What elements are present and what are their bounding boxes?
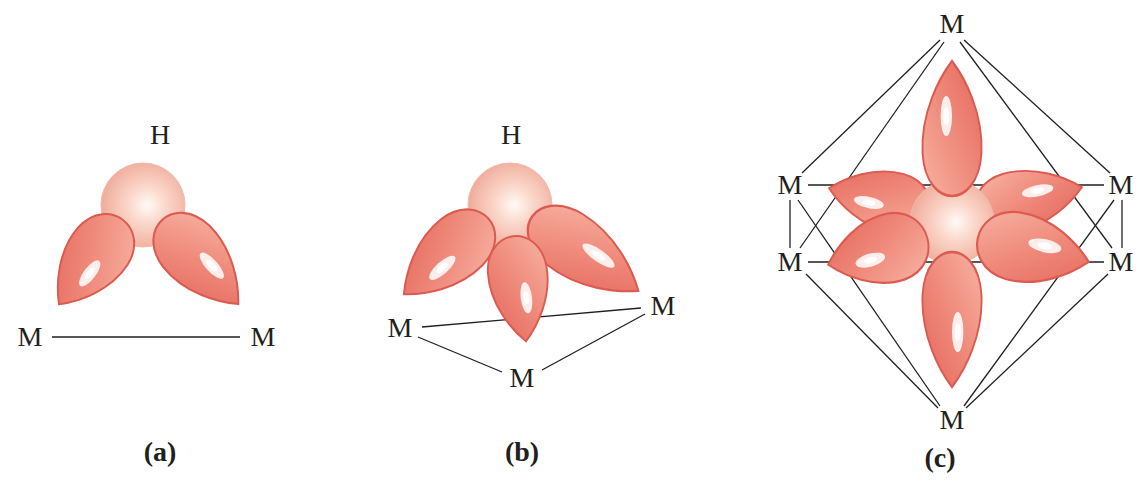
atom-label-holder: H (150, 121, 170, 149)
atom-label: M (1109, 248, 1134, 276)
atom-label-holder: H (501, 121, 521, 149)
panel-label: (b) (505, 438, 539, 466)
atom-label: M (388, 314, 413, 342)
atom-label-holder: M (940, 406, 965, 434)
panel-label-holder: (a) (144, 438, 177, 466)
atom-label-holder: M (18, 323, 43, 351)
atom-label: M (510, 364, 535, 392)
atom-label-holder: M (510, 364, 535, 392)
atom-label-holder: M (388, 314, 413, 342)
atom-label: M (251, 323, 276, 351)
atom-label: H (501, 121, 521, 149)
hydride-two-center (34, 163, 261, 325)
atom-label-holder: M (778, 171, 803, 199)
atom-label: M (1109, 171, 1134, 199)
panel-label-holder: (b) (505, 438, 539, 466)
atom-label: M (778, 248, 803, 276)
atom-label: M (651, 292, 676, 320)
atom-label: M (940, 406, 965, 434)
hydride-three-center (383, 163, 656, 345)
atom-label: H (150, 121, 170, 149)
atom-label-holder: M (1109, 248, 1134, 276)
panel-label: (c) (924, 444, 955, 472)
hydride-octahedral (819, 61, 1095, 387)
atom-label: M (18, 323, 43, 351)
atom-label-holder: M (1109, 171, 1134, 199)
panel-label-holder: (c) (924, 444, 955, 472)
panel-label: (a) (144, 438, 177, 466)
atom-label-holder: M (651, 292, 676, 320)
bond-lines (52, 40, 1122, 408)
atom-label-holder: M (940, 10, 965, 38)
atom-label-holder: M (251, 323, 276, 351)
atom-label: M (778, 171, 803, 199)
atom-label-holder: M (778, 248, 803, 276)
atom-label: M (940, 10, 965, 38)
